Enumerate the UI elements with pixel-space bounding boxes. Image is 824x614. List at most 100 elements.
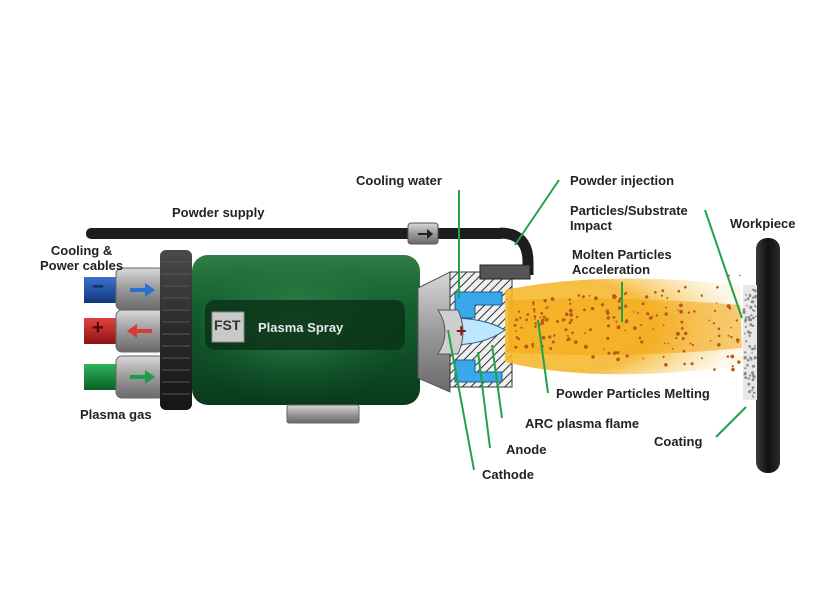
particle [615,320,618,323]
particle [730,326,732,329]
particle [679,309,684,314]
particle [514,345,518,349]
particle [683,362,686,366]
particle [665,306,668,309]
particle [606,311,610,315]
particle [642,357,645,360]
label-cooling-water: Cooling water [356,173,442,188]
particle [640,324,643,326]
brand-logo: FST [214,317,241,333]
coating-grain [748,374,752,377]
particle [677,309,679,312]
particle [569,313,574,317]
particle [713,368,716,371]
particle [589,328,592,332]
particle [625,354,629,358]
particle [649,316,653,320]
particle [680,320,684,324]
coating-grain [744,376,747,379]
coating-grain [748,293,751,296]
particle [617,351,620,354]
coating-grain [754,294,758,298]
particle [531,345,535,348]
workpiece [756,238,780,473]
label-molten-particles-acceleration: Molten Particles Acceleration [572,247,672,277]
coating-grain [750,300,754,304]
particle [549,347,553,350]
particle [726,355,730,358]
particle [684,285,687,289]
coating-grain [748,345,752,348]
leader-lines [447,179,747,471]
particle [664,312,668,316]
coating-grain [751,364,756,368]
coating-grain [747,377,750,380]
brand-product-name: Plasma Spray [258,320,344,335]
coating-grain [746,363,749,367]
coating-grain [744,340,748,343]
particle [638,336,642,340]
particle [693,310,696,313]
coating-grain [743,356,747,360]
particle [681,337,685,340]
minus-symbol: − [92,276,104,298]
particle [717,327,721,331]
label-plasma-gas: Plasma gas [80,407,152,422]
particle [556,320,560,323]
outlet-arrow-icon [127,324,152,338]
particle [717,334,721,338]
coating-grain [746,297,750,300]
particle [541,336,546,340]
particle [571,331,574,335]
particle [715,302,718,304]
particle [561,318,566,322]
particle [564,328,568,332]
particle [531,343,535,346]
particle [684,331,688,336]
particle [645,295,649,299]
particle [553,334,556,337]
particle [664,342,666,345]
particle [546,306,549,309]
particle [514,330,517,333]
coating-grain [752,316,755,320]
particle [709,340,712,342]
particle [613,351,617,355]
label-workpiece: Workpiece [730,216,796,231]
label-coating: Coating [654,434,703,449]
particle [550,297,555,301]
label-anode: Anode [506,442,547,457]
particle [533,310,536,313]
coating-grain [751,374,755,377]
coating-grain [748,390,752,394]
particle [520,326,523,329]
particle [577,294,581,297]
particle [532,303,535,306]
particle [726,304,731,309]
coating-grain [744,318,748,322]
label-powder-injection: Powder injection [570,173,675,188]
particle [541,318,545,323]
coating-grain [748,334,751,337]
particle [515,318,519,322]
coating-grain [744,367,747,370]
particle [534,317,536,320]
particle [526,313,530,316]
coating-grain [749,357,753,360]
label-powder-particles-melting: Powder Particles Melting [556,386,710,401]
particle [667,342,670,345]
coating-grain [745,293,747,296]
particle [583,308,586,312]
particle [708,319,711,322]
particle [730,354,735,359]
particle [640,340,644,344]
particle [654,291,657,294]
particle [716,286,719,289]
coating-grain [751,371,754,375]
particle [532,301,535,304]
particle [664,363,668,367]
particle [666,297,669,299]
particle [515,336,519,339]
coating-grain [749,305,753,309]
